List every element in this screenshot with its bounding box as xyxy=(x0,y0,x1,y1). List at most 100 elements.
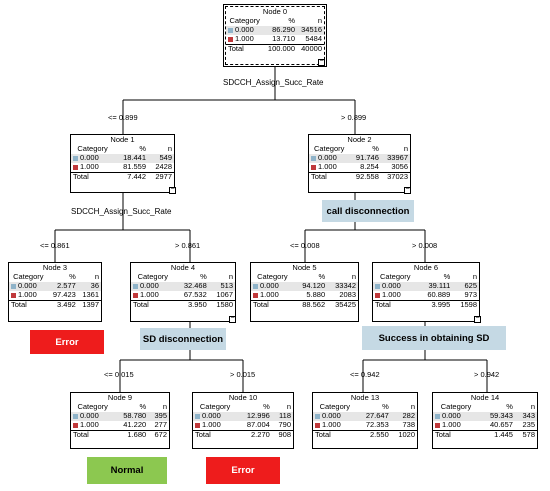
total-count: 2977 xyxy=(148,172,174,182)
branch-label: > 0.942 xyxy=(474,370,500,379)
count-cell: 1361 xyxy=(82,290,99,300)
category-0-swatch xyxy=(73,413,78,419)
category-0-swatch xyxy=(311,155,316,161)
total-label: Total xyxy=(131,300,175,310)
total-label: Total xyxy=(71,172,115,182)
percent-cell: 94.120 xyxy=(293,282,328,291)
node-title: Node 2 xyxy=(347,135,372,144)
total-count: 35425 xyxy=(327,300,358,310)
annotation-normal: Normal xyxy=(87,457,167,484)
col-n: n xyxy=(317,16,322,26)
total-count: 672 xyxy=(148,430,169,440)
total-count: 1020 xyxy=(390,430,417,440)
category-0-swatch xyxy=(11,283,16,289)
category-1-swatch xyxy=(315,422,320,428)
count-cell: 513 xyxy=(208,282,235,291)
annotation-error-2: Error xyxy=(206,457,280,484)
percent-cell: 41.220 xyxy=(123,420,147,430)
branch-label: <= 0.015 xyxy=(104,370,134,379)
total-percent: 2.550 xyxy=(356,430,391,440)
count-cell: 277 xyxy=(154,420,167,430)
col-percent: % xyxy=(263,402,270,412)
total-percent: 92.558 xyxy=(349,172,381,182)
col-category: Category xyxy=(199,402,231,412)
node-title: Node 9 xyxy=(107,393,133,402)
category-1-swatch xyxy=(375,292,380,298)
col-category: Category xyxy=(229,16,260,26)
node-title: Node 1 xyxy=(110,135,135,144)
category-label: 1.000 xyxy=(202,420,221,430)
category-1-swatch xyxy=(435,422,440,428)
count-cell: 36 xyxy=(77,282,101,291)
percent-cell: 59.343 xyxy=(478,412,515,421)
percent-cell: 58.780 xyxy=(114,412,149,421)
total-count: 578 xyxy=(514,430,537,440)
col-percent: % xyxy=(382,402,389,412)
count-cell: 2083 xyxy=(339,290,356,300)
category-1-swatch xyxy=(73,422,78,428)
category-0-swatch xyxy=(315,413,320,419)
node-title: Node 6 xyxy=(413,263,439,272)
total-count: 37023 xyxy=(380,172,410,182)
node-title: Node 4 xyxy=(170,263,196,272)
col-percent: % xyxy=(288,16,296,26)
col-n: n xyxy=(351,272,356,282)
col-category: Category xyxy=(13,272,44,282)
annotation-sd-disconnection: SD disconnection xyxy=(140,328,226,350)
category-label: 0.000 xyxy=(322,411,341,421)
count-cell: 3056 xyxy=(391,162,408,172)
count-cell: 395 xyxy=(148,412,169,421)
count-cell: 549 xyxy=(148,154,174,163)
node-title: Node 14 xyxy=(470,393,500,402)
percent-cell: 40.657 xyxy=(489,420,513,430)
count-cell: 235 xyxy=(522,420,535,430)
total-count: 1598 xyxy=(452,300,479,310)
collapse-toggle[interactable]: − xyxy=(404,186,411,194)
category-label: 1.000 xyxy=(322,420,341,430)
collapse-toggle[interactable]: − xyxy=(318,58,325,66)
category-0-swatch xyxy=(73,155,78,161)
col-category: Category xyxy=(440,402,472,412)
category-1-swatch xyxy=(195,422,200,428)
category-label: 0.000 xyxy=(18,281,37,291)
node-title: Node 10 xyxy=(228,393,258,402)
col-n: n xyxy=(403,144,408,154)
collapse-toggle[interactable]: − xyxy=(474,315,481,323)
total-label: Total xyxy=(313,430,357,440)
collapse-toggle[interactable]: − xyxy=(229,315,236,323)
collapse-toggle[interactable]: − xyxy=(169,186,176,194)
count-cell: 282 xyxy=(390,412,417,421)
category-label: 1.000 xyxy=(382,290,401,300)
col-category: Category xyxy=(77,402,108,412)
branch-label: <= 0.942 xyxy=(350,370,380,379)
count-cell: 973 xyxy=(464,290,477,300)
count-cell: 5484 xyxy=(305,34,322,44)
col-percent: % xyxy=(139,402,147,412)
percent-cell: 60.889 xyxy=(427,290,451,300)
col-n: n xyxy=(472,272,477,282)
category-label: 1.000 xyxy=(318,162,337,172)
category-1-swatch xyxy=(253,292,258,298)
category-label: 1.000 xyxy=(18,290,37,300)
category-label: 0.000 xyxy=(140,281,159,291)
category-label: 1.000 xyxy=(80,162,99,172)
count-cell: 33967 xyxy=(380,154,410,163)
branch-label: <= 0.008 xyxy=(290,241,320,250)
col-category: Category xyxy=(137,272,169,282)
